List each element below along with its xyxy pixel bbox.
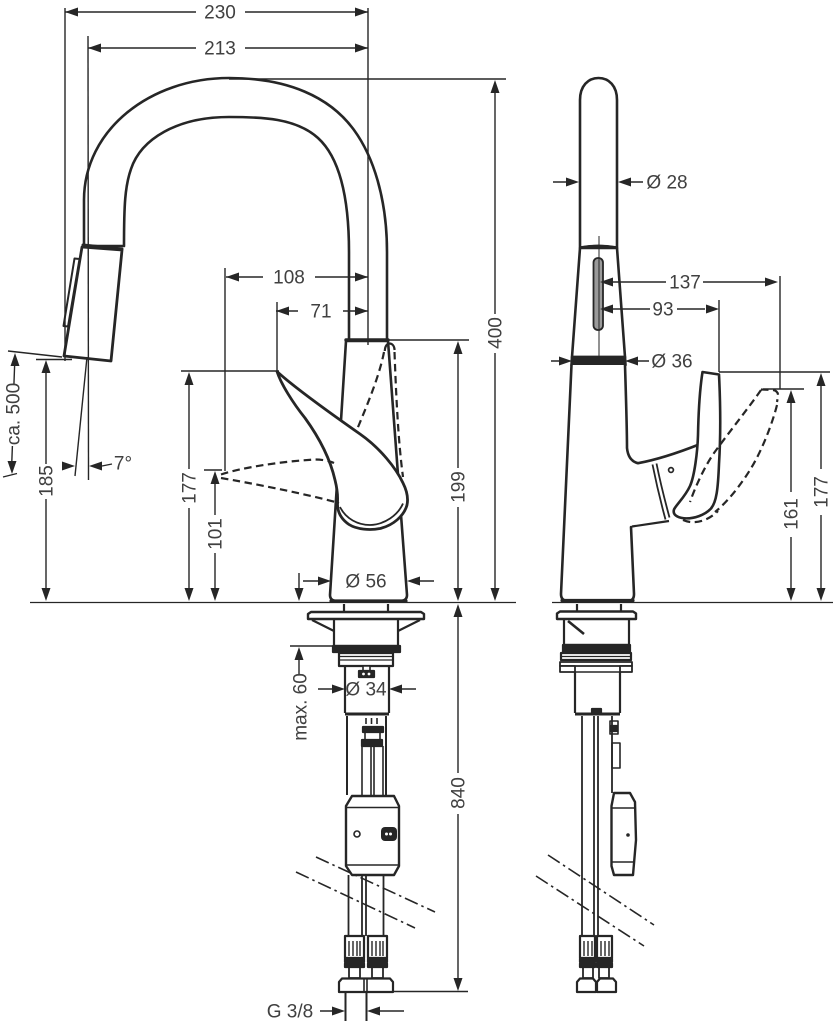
svg-text:Ø 34: Ø 34	[345, 680, 387, 701]
svg-text:max. 60: max. 60	[291, 673, 312, 741]
svg-text:161: 161	[782, 498, 803, 530]
svg-text:G 3/8: G 3/8	[267, 1002, 313, 1023]
svg-text:177: 177	[812, 476, 833, 508]
svg-text:400: 400	[486, 317, 507, 349]
svg-text:213: 213	[204, 39, 236, 60]
svg-text:Ø 56: Ø 56	[345, 572, 386, 593]
svg-text:101: 101	[206, 518, 227, 550]
svg-text:ca. 500: ca. 500	[4, 383, 25, 445]
svg-text:Ø 28: Ø 28	[646, 173, 687, 194]
svg-text:7°: 7°	[114, 454, 132, 475]
svg-text:93: 93	[652, 300, 673, 321]
svg-text:177: 177	[180, 472, 201, 504]
svg-text:840: 840	[449, 777, 470, 809]
svg-text:108: 108	[273, 268, 305, 289]
svg-text:185: 185	[37, 465, 58, 497]
svg-text:Ø 36: Ø 36	[651, 352, 692, 373]
svg-text:137: 137	[669, 273, 701, 294]
svg-text:230: 230	[204, 3, 236, 24]
svg-text:199: 199	[449, 471, 470, 503]
svg-text:71: 71	[310, 302, 331, 323]
